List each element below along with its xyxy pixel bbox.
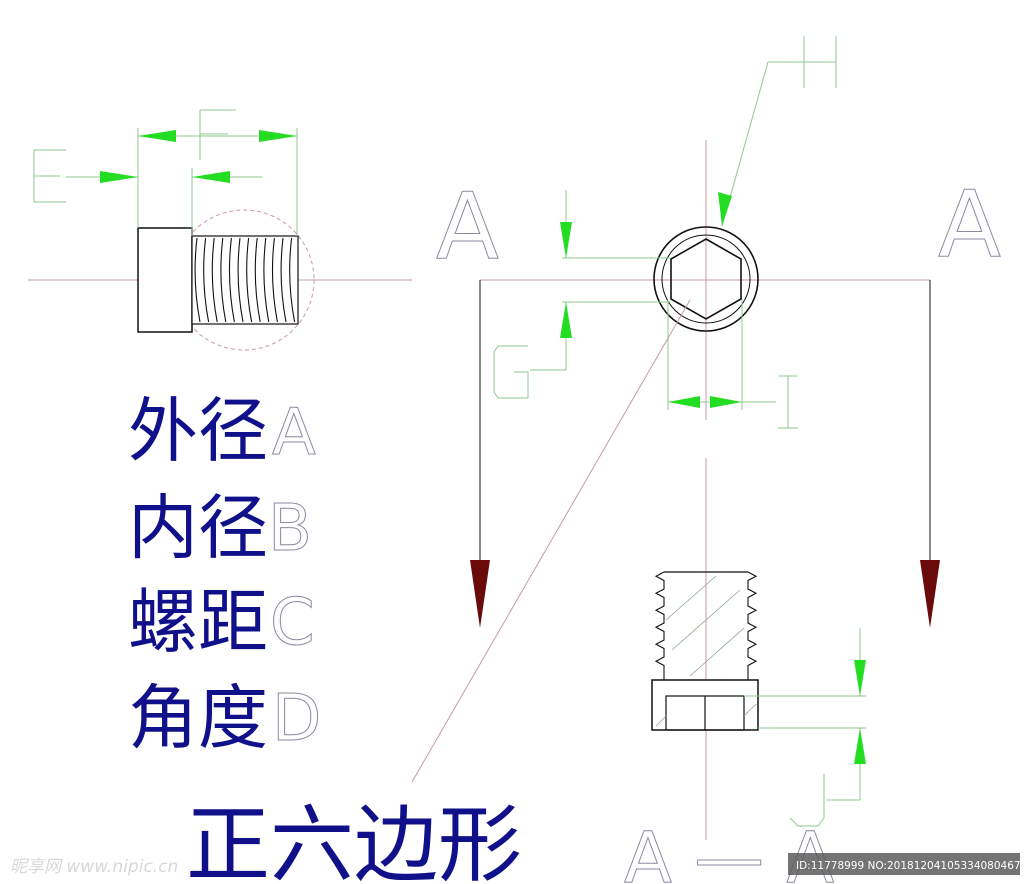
dimension-j-arrows [854, 660, 866, 764]
threaded-body [191, 235, 299, 325]
section-thread-profile [654, 571, 758, 680]
screw-head [137, 227, 193, 333]
end-outer-circle [653, 226, 759, 332]
end-view [480, 140, 930, 420]
outer-diameter-label: 外径 [128, 390, 268, 472]
section-arrow-left [470, 560, 490, 628]
dimension-h [721, 36, 837, 227]
end-inner-circle [661, 234, 751, 324]
dimension-g-arrows [560, 222, 572, 338]
letter-e [33, 149, 66, 203]
section-letter-right: A [938, 171, 1001, 278]
letter-b-inner: B [268, 492, 312, 566]
angle-label: 角度 [128, 677, 268, 759]
letter-f [199, 110, 228, 160]
dimension-g [493, 190, 670, 399]
pitch-label: 螺距 [128, 581, 268, 663]
hex-leader-line [411, 299, 691, 783]
hex-socket [670, 238, 742, 320]
letter-c-pitch: C [270, 586, 315, 660]
section-line [470, 280, 940, 628]
inner-diameter-label: 内径 [128, 487, 268, 569]
letter-a-outer: A [272, 396, 316, 470]
watermark-id: ID:11778999 NO:20181204105334080467 [796, 860, 1021, 872]
letter-d-angle: D [272, 682, 321, 756]
watermark-site: 昵享网 www.nipic.cn [10, 857, 178, 877]
section-arrow-right [920, 560, 940, 628]
dimension-e-f-arrows [100, 130, 297, 183]
dimension-j [744, 628, 866, 827]
hexagon-label: 正六边形 [186, 796, 522, 884]
watermark: 昵享网 www.nipic.cn ID:11778999 NO:20181204… [10, 853, 1021, 877]
section-hatch [655, 575, 757, 727]
side-view [28, 209, 412, 351]
dimension-h-arrow [718, 192, 732, 226]
section-view [651, 458, 759, 840]
thread-lines [194, 237, 296, 323]
watermark-id-bg [788, 853, 1020, 875]
section-letter-left: A [436, 173, 499, 280]
dimension-i-arrows [668, 396, 742, 408]
